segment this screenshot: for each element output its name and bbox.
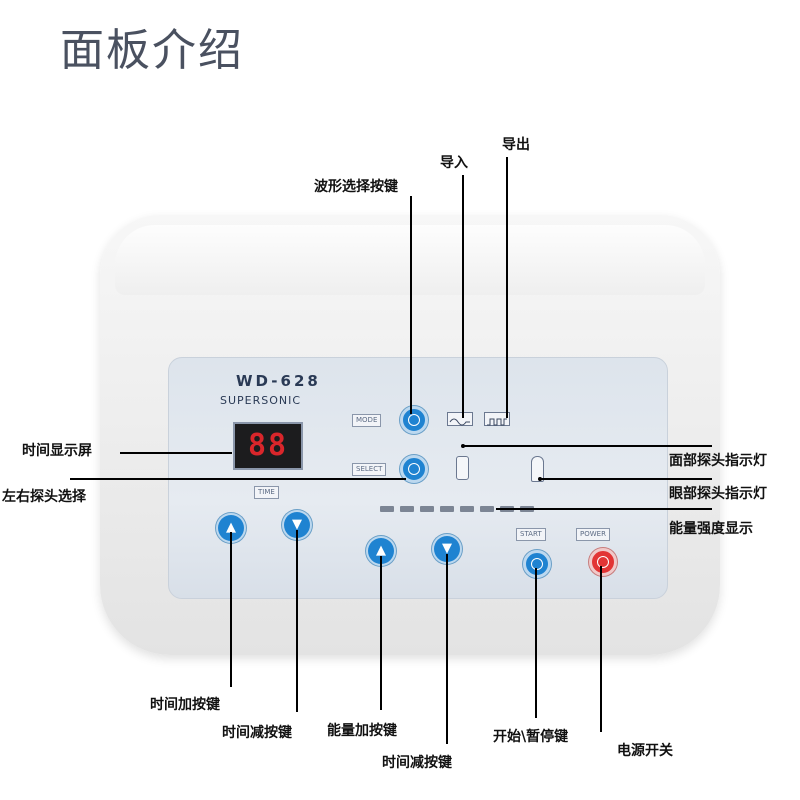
arrow-down-icon: ▼ xyxy=(442,541,452,556)
select-label: SELECT xyxy=(352,463,387,476)
energy-bar xyxy=(420,506,434,512)
callout-line xyxy=(506,157,508,418)
wave-export-icon xyxy=(484,412,510,426)
callout-line xyxy=(70,478,406,480)
callout-line xyxy=(446,554,448,744)
face-probe-icon xyxy=(456,456,469,480)
arrow-up-icon: ▲ xyxy=(376,543,386,558)
label-export: 导出 xyxy=(502,137,530,153)
callout-line xyxy=(535,568,537,718)
label-time-display: 时间显示屏 xyxy=(22,443,92,459)
start-pause-button[interactable] xyxy=(523,550,551,578)
label-energy-sub: 时间减按键 xyxy=(382,755,452,771)
label-wave-select: 波形选择按键 xyxy=(314,179,398,195)
energy-bar xyxy=(440,506,454,512)
label-import: 导入 xyxy=(440,155,468,171)
power-label: POWER xyxy=(576,528,610,541)
label-power-switch: 电源开关 xyxy=(617,743,673,759)
label-energy-display: 能量强度显示 xyxy=(669,521,753,537)
label-time-sub: 时间减按键 xyxy=(222,725,292,741)
callout-line xyxy=(120,452,232,454)
energy-bar xyxy=(460,506,474,512)
callout-line xyxy=(410,196,412,414)
callout-line xyxy=(462,175,464,418)
time-display-screen: 88 xyxy=(233,422,303,470)
energy-bar xyxy=(400,506,414,512)
start-label: START xyxy=(516,528,546,541)
callout-line xyxy=(462,445,712,447)
callout-dot xyxy=(538,477,542,481)
callout-line xyxy=(380,556,382,710)
callout-line xyxy=(540,478,712,480)
mode-label: MODE xyxy=(352,414,382,427)
mode-button[interactable] xyxy=(400,406,428,434)
callout-dot xyxy=(461,444,465,448)
label-time-add: 时间加按键 xyxy=(150,697,220,713)
eye-probe-icon xyxy=(531,456,544,482)
label-eye-probe-indicator: 眼部探头指示灯 xyxy=(669,486,767,502)
energy-bar xyxy=(480,506,494,512)
arrow-up-icon: ▲ xyxy=(226,520,236,535)
callout-line xyxy=(296,530,298,712)
brand-name: WD-628 xyxy=(236,372,321,390)
brand-subtitle: SUPERSONIC xyxy=(220,394,302,407)
wave-import-icon xyxy=(447,412,473,426)
callout-line xyxy=(600,566,602,732)
label-energy-add: 能量加按键 xyxy=(327,723,397,739)
arrow-down-icon: ▼ xyxy=(292,517,302,532)
callout-line xyxy=(230,532,232,687)
callout-line xyxy=(496,508,712,510)
time-label: TIME xyxy=(254,486,279,499)
label-left-right-probe-select: 左右探头选择 xyxy=(2,489,86,505)
label-face-probe-indicator: 面部探头指示灯 xyxy=(669,453,767,469)
label-start-pause: 开始\暂停键 xyxy=(493,729,569,745)
page-title: 面板介绍 xyxy=(60,25,244,76)
power-button[interactable] xyxy=(589,548,617,576)
energy-bar xyxy=(380,506,394,512)
